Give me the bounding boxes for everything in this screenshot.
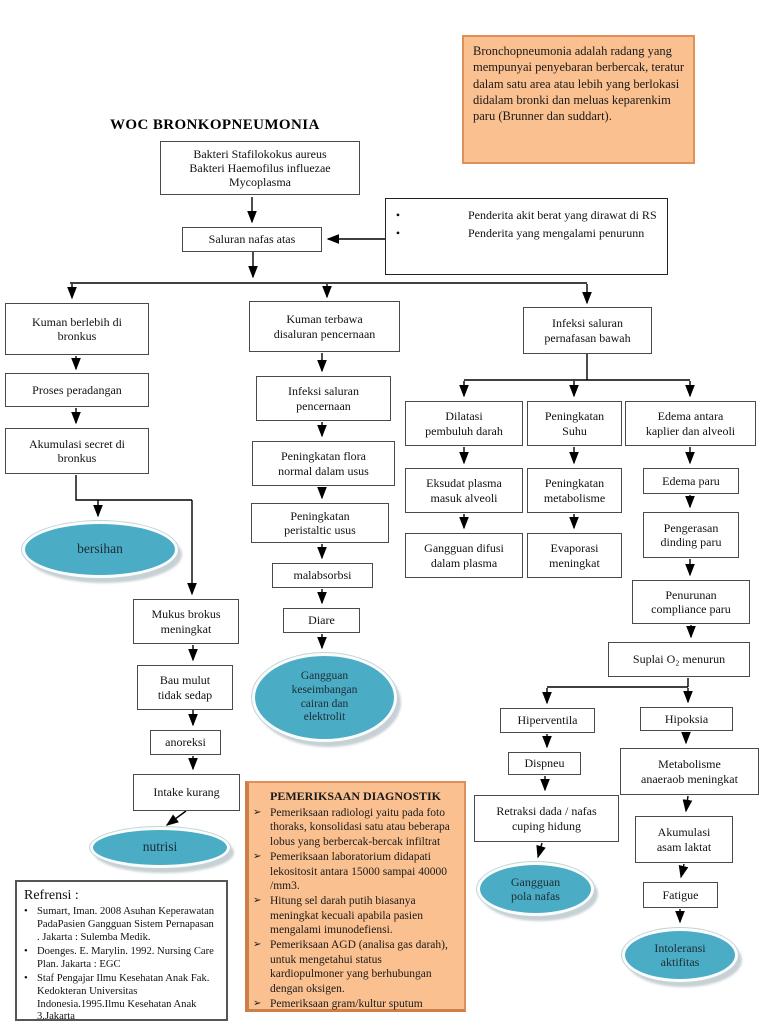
arrow-bullet-icon: ➢ <box>253 807 262 818</box>
node-metabolisme-anaerob: Metabolisme anaeraob meningkat <box>620 748 759 795</box>
diagnosis-ellipse-nutrisi: nutrisi <box>90 827 230 868</box>
node-pengerasan: Pengerasan dinding paru <box>643 512 739 558</box>
patients-note: • Penderita akit berat yang dirawat di R… <box>385 198 668 275</box>
node-infeksi-bawah: Infeksi saluran pernafasan bawah <box>523 307 652 354</box>
diagnosis-ellipse-bersihan: bersihan <box>22 521 178 578</box>
references-heading: Refrensi : <box>24 888 79 903</box>
diagnostic-item-text: Pemeriksaan gram/kultur sputum <box>270 997 423 1010</box>
node-edema-paru: Edema paru <box>643 468 739 494</box>
node-fatigue: Fatigue <box>643 882 718 908</box>
definition-note: Bronchopneumonia adalah radang yang memp… <box>462 35 695 164</box>
arrow-bullet-icon: ➢ <box>253 939 262 951</box>
node-kuman-terbawa: Kuman terbawa disaluran pencernaan <box>249 301 400 352</box>
node-mukus-brokus: Mukus brokus meningkat <box>133 599 239 644</box>
list-item: ➢ Pemeriksaan gram/kultur sputum <box>253 997 458 1011</box>
node-bau-mulut: Bau mulut tidak sedap <box>137 665 233 710</box>
node-hiperventila: Hiperventila <box>500 708 595 733</box>
node-diare: Diare <box>283 608 360 633</box>
list-item: ➢ Pemeriksaan laboratorium didapati leko… <box>253 850 458 893</box>
node-gangguan-difusi: Gangguan difusi dalam plasma <box>405 533 523 578</box>
node-edema-antara: Edema antara kaplier dan alveoli <box>625 401 756 446</box>
node-suplai-o2: Suplai O₂ menurun <box>608 642 750 677</box>
diagnostic-item-text: Pemeriksaan AGD (analisa gas darah), unt… <box>270 939 448 995</box>
diagnostic-item-text: Pemeriksaan laboratorium didapati lekosi… <box>270 851 447 892</box>
arrow-bullet-icon: ➢ <box>253 851 262 863</box>
node-dilatasi: Dilatasi pembuluh darah <box>405 401 523 446</box>
node-malabsorbsi: malabsorbsi <box>272 563 373 588</box>
reference-item-text: Staf Pengajar Ilmu Kesehatan Anak Fak. K… <box>37 972 210 1023</box>
diagnostic-item-text: Hitung sel darah putih biasanya meningka… <box>270 895 423 936</box>
reference-item-text: Doenges. E. Marylin. 1992. Nursing Care … <box>37 945 214 970</box>
diagnosis-ellipse-intoleransi: Intoleransi aktifitas <box>622 928 738 982</box>
node-hipoksia: Hipoksia <box>640 707 733 731</box>
bullet-icon: • <box>395 208 401 222</box>
references-list: • Sumart, Iman. 2008 Asuhan Keperawatan … <box>24 906 219 1024</box>
diagnostic-list: ➢ Pemeriksaan radiologi yaitu pada foto … <box>253 806 458 1011</box>
diagnostic-heading: PEMERIKSAAN DIAGNOSTIK <box>269 789 442 803</box>
bullet-icon: • <box>24 945 28 957</box>
node-saluran-nafas-atas: Saluran nafas atas <box>182 227 322 252</box>
list-item: • Staf Pengajar Ilmu Kesehatan Anak Fak.… <box>24 973 219 1024</box>
bullet-icon: • <box>24 906 28 918</box>
node-infeksi-pencernaan: Infeksi saluran pencernaan <box>256 376 391 421</box>
node-anoreksi: anoreksi <box>150 730 221 755</box>
bullet-icon: • <box>24 972 28 984</box>
node-retraksi: Retraksi dada / nafas cuping hidung <box>474 795 619 842</box>
node-kuman-berlebih: Kuman berlebih di bronkus <box>5 303 149 355</box>
node-peningkatan-suhu: Peningkatan Suhu <box>527 401 622 446</box>
node-intake-kurang: Intake kurang <box>133 774 240 811</box>
node-asam-laktat: Akumulasi asam laktat <box>635 816 733 863</box>
references-box: Refrensi : • Sumart, Iman. 2008 Asuhan K… <box>15 880 228 1024</box>
node-eksudat: Eksudat plasma masuk alveoli <box>405 468 523 513</box>
list-item: • Doenges. E. Marylin. 1992. Nursing Car… <box>24 946 219 972</box>
list-item: ➢ Hitung sel darah putih biasanya mening… <box>253 894 458 937</box>
list-item: • Sumart, Iman. 2008 Asuhan Keperawatan … <box>24 906 219 945</box>
diagnosis-ellipse-gangguan-pola-nafas: Gangguan pola nafas <box>477 862 594 916</box>
patients-list: • Penderita akit berat yang dirawat di R… <box>392 207 657 241</box>
patients-item-text: Penderita akit berat yang dirawat di RS <box>468 208 657 222</box>
node-flora-usus: Peningkatan flora normal dalam usus <box>252 441 395 486</box>
list-item: • Penderita yang mengalami penurunn <box>392 225 657 241</box>
bullet-icon: • <box>395 226 401 241</box>
arrow-bullet-icon: ➢ <box>253 997 262 1009</box>
list-item: ➢ Pemeriksaan radiologi yaitu pada foto … <box>253 806 458 849</box>
patients-item-text: Penderita yang mengalami penurunn <box>468 226 645 241</box>
arrow-bullet-icon: ➢ <box>253 895 262 907</box>
reference-item-text: Sumart, Iman. 2008 Asuhan Keperawatan Pa… <box>37 906 215 943</box>
node-peningkatan-metabolisme: Peningkatan metabolisme <box>527 468 622 513</box>
node-dispneu: Dispneu <box>508 752 581 775</box>
list-item: ➢ Pemeriksaan AGD (analisa gas darah), u… <box>253 938 458 996</box>
node-bacteria: Bakteri Stafilokokus aureus Bakteri Haem… <box>160 141 360 195</box>
node-peristaltic-usus: Peningkatan peristaltic usus <box>251 503 389 543</box>
node-evaporasi: Evaporasi meningkat <box>527 533 622 578</box>
node-compliance: Penurunan compliance paru <box>632 580 750 624</box>
list-item: • Penderita akit berat yang dirawat di R… <box>392 207 657 223</box>
node-proses-peradangan: Proses peradangan <box>5 373 149 407</box>
diagnostic-item-text: Pemeriksaan radiologi yaitu pada foto th… <box>270 807 450 848</box>
page-title: WOC BRONKOPNEUMONIA <box>110 117 320 133</box>
node-akumulasi-secret: Akumulasi secret di bronkus <box>5 428 149 474</box>
diagnosis-ellipse-gangguan-cairan: Gangguan keseimbangan cairan dan elektro… <box>252 653 397 742</box>
diagnostic-box: PEMERIKSAAN DIAGNOSTIK ➢ Pemeriksaan rad… <box>245 781 466 1012</box>
